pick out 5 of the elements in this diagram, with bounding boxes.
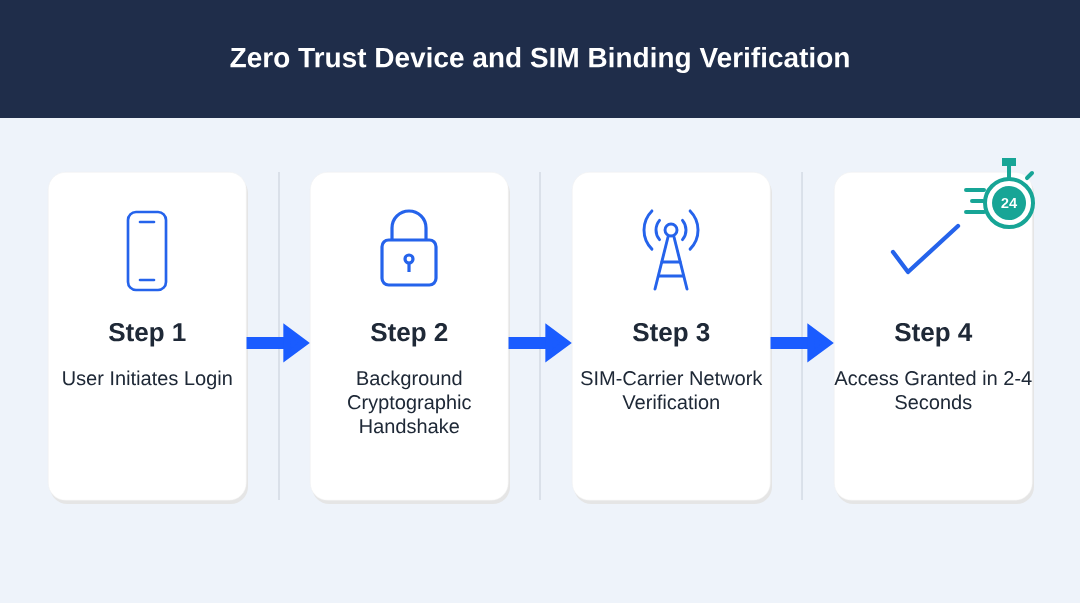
title: Zero Trust Device and SIM Binding Verification — [230, 46, 849, 74]
step-card: Step 2 Background Cryptographic Handshake — [310, 172, 509, 501]
step-card: Step 1 User Initiates Login — [48, 172, 247, 501]
step-card: Step 3 SIM-Carrier Network Verification — [572, 172, 771, 501]
timer-number: 24 — [1001, 197, 1018, 209]
